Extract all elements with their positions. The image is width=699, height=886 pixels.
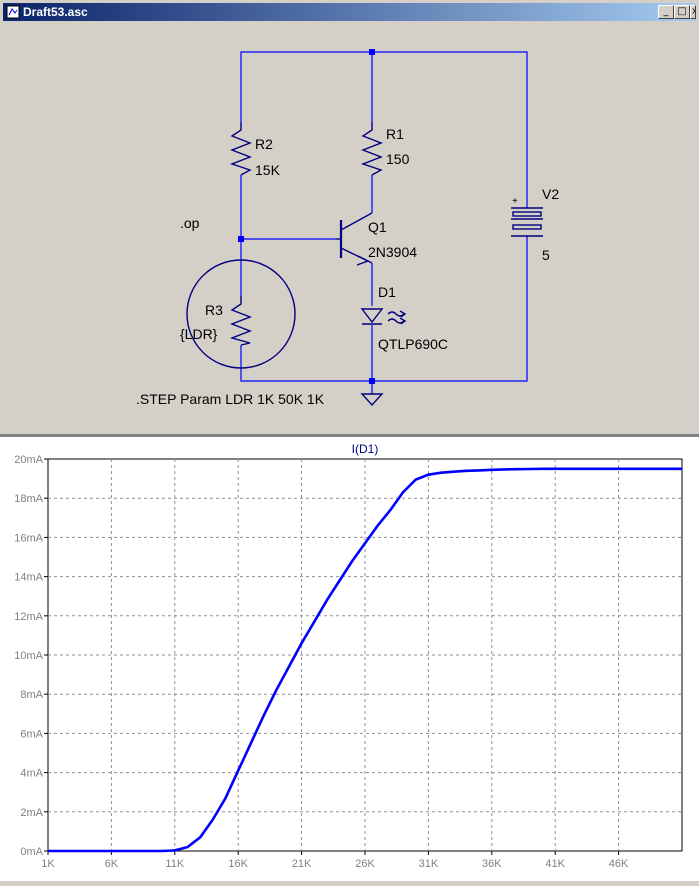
ldr-circle [186,259,296,369]
y-tick-label: 0mA [20,846,43,858]
grid-lines [48,459,682,851]
ground-symbol [360,393,384,407]
v2-polarity: + [512,196,518,207]
wires [240,51,528,394]
resistor-r3-symbol[interactable] [229,296,252,346]
resistor-r2-symbol[interactable] [229,122,252,176]
op-directive[interactable]: .op [180,215,200,231]
plot-frame [47,458,683,852]
close-button[interactable]: × [690,5,696,19]
x-tick-label: 11K [165,858,184,870]
schematic-window: Draft53.asc _ □ × [0,0,699,434]
x-tick-label: 21K [292,858,312,870]
led-d1-symbol[interactable] [360,308,407,325]
y-tick-label: 6mA [20,728,43,740]
close-icon: × [691,6,695,17]
window-titlebar[interactable]: Draft53.asc _ □ × [3,3,696,21]
y-tick-label: 18mA [14,493,43,505]
y-tick-label: 2mA [20,807,43,819]
v2-value: 5 [542,247,550,263]
y-tick-label: 20mA [14,454,43,466]
resistor-r1-symbol[interactable] [360,122,383,176]
y-tick-label: 14mA [14,572,43,584]
y-tick-label: 16mA [14,532,43,544]
r3-name: R3 [205,302,223,318]
r1-name: R1 [386,126,404,142]
waveform-pane[interactable]: I(D1) 0mA 2mA 4mA 6mA 8mA 10mA 12mA 14mA 16mA 18m… [0,434,699,881]
x-tick-label: 16K [228,858,248,870]
x-tick-label: 46K [609,858,629,870]
x-tick-label: 31K [419,858,439,870]
r1-value: 150 [386,151,410,167]
y-tick-label: 8mA [20,689,43,701]
r2-name: R2 [255,136,273,152]
q1-value: 2N3904 [368,244,417,260]
x-tick-label: 6K [105,858,119,870]
maximize-icon: □ [677,6,687,17]
y-axis-ticks: 0mA 2mA 4mA 6mA 8mA 10mA 12mA 14mA 16mA 18mA 20mA [14,454,48,858]
x-tick-label: 36K [482,858,502,870]
battery-v2-symbol[interactable] [511,207,543,237]
r3-value: {LDR} [180,326,218,342]
trace-label[interactable]: I(D1) [352,442,379,456]
minimize-button[interactable]: _ [658,5,674,19]
junction-dots [238,49,375,384]
app-icon [6,5,20,19]
x-tick-label: 41K [545,858,565,870]
window-title: Draft53.asc [23,5,88,19]
x-tick-label: 1K [41,858,55,870]
schematic-canvas[interactable]: R2 15K R1 150 .op Q1 2N3904 D1 QTLP690C … [0,0,699,434]
y-tick-label: 4mA [20,768,43,780]
plot-canvas[interactable]: I(D1) 0mA 2mA 4mA 6mA 8mA 10mA 12mA 14mA 16mA 18m… [0,437,699,881]
transistor-q1-symbol[interactable] [336,212,373,266]
d1-value: QTLP690C [378,336,448,352]
maximize-button[interactable]: □ [674,5,690,19]
q1-name: Q1 [368,219,387,235]
v2-name: V2 [542,186,559,202]
y-tick-label: 12mA [14,611,43,623]
step-directive[interactable]: .STEP Param LDR 1K 50K 1K [136,391,325,407]
x-axis-ticks: 1K 6K 11K 16K 21K 26K 31K 36K 41K 46K [41,851,629,870]
x-tick-label: 26K [355,858,375,870]
y-tick-label: 10mA [14,650,43,662]
r2-value: 15K [255,162,281,178]
series-line-i-d1[interactable] [48,467,682,853]
minimize-icon: _ [663,6,669,17]
d1-name: D1 [378,284,396,300]
